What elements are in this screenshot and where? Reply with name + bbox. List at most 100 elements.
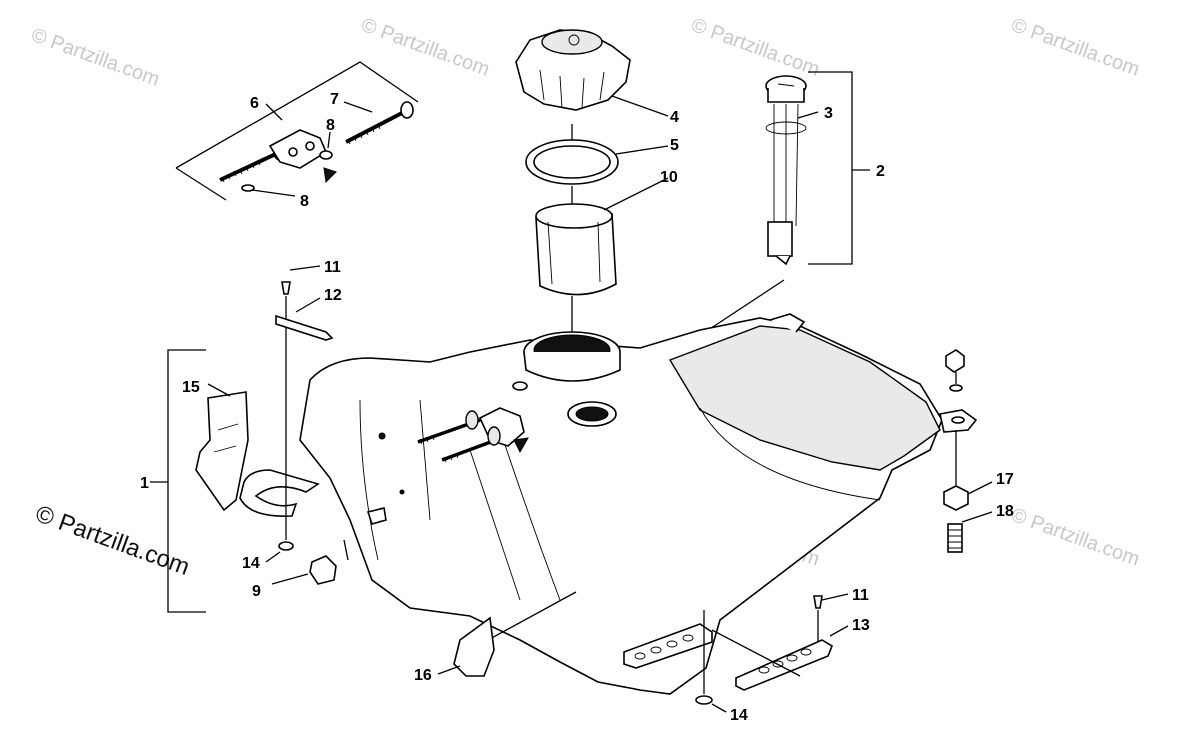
gauge-float: [767, 221, 793, 257]
washer-14: [695, 695, 713, 705]
right-hardware: [943, 349, 993, 553]
gauge-rods: [773, 103, 799, 227]
side-stud: [366, 507, 387, 525]
watermark-large-text: © Partzilla.com: [32, 500, 193, 581]
plate-hole: [288, 147, 298, 157]
rear-mount-tab: [769, 313, 806, 333]
leader-line: [265, 103, 283, 121]
strap-12: [275, 314, 334, 341]
leader-line: [343, 101, 373, 113]
leader-line: [437, 665, 461, 675]
callout-11: 11: [852, 587, 869, 604]
callout-15: 15: [182, 379, 200, 396]
tank-contour: [359, 399, 561, 601]
leader-line: [711, 703, 727, 713]
decal-marks: [213, 423, 239, 453]
callout-17: 17: [996, 471, 1014, 488]
callout-10: 10: [660, 169, 678, 186]
watermark-text: © Partzilla.com: [1008, 504, 1142, 571]
gauge-neck: [767, 88, 805, 103]
callout-labels: 1 2 3 4 5 6 7 8 8 9 10 11 11 12 13 14 14…: [140, 91, 1014, 724]
strap-hole: [758, 666, 770, 674]
strap-hole: [666, 640, 678, 648]
stud-thread: [419, 434, 459, 463]
callout-9: 9: [252, 583, 261, 600]
stud-bushing: [465, 410, 479, 430]
callout-18: 18: [996, 503, 1014, 520]
leader-line: [829, 625, 849, 637]
bolt-assembly-6: [175, 61, 419, 201]
watermark-text: © Partzilla.com: [28, 24, 162, 91]
decal-15: [195, 391, 249, 512]
bolt-7-shaft: [345, 110, 405, 144]
callout-7: 7: [330, 91, 339, 108]
bolt-18: [947, 523, 963, 553]
callout-3: 3: [824, 105, 833, 122]
callout-14: 14: [242, 555, 260, 572]
watermark-text: © Partzilla.com: [1008, 14, 1142, 81]
callout-6: 6: [250, 95, 259, 112]
leader-line: [603, 177, 669, 211]
bottom-hardware: [437, 593, 849, 713]
bolt-thread: [948, 529, 962, 549]
fuel-tank: [239, 313, 978, 695]
nut-9: [309, 555, 337, 585]
leader-line: [343, 539, 349, 561]
callout-16: 16: [414, 667, 432, 684]
left-hardware: [265, 265, 337, 585]
mounting-plate: [268, 129, 328, 169]
watermark-text: © Partzilla.com: [688, 14, 822, 81]
washer-top: [949, 384, 963, 392]
leader-line: [615, 145, 669, 155]
leader-line: [797, 111, 819, 119]
direction-arrow-icon: [513, 437, 529, 454]
strap-hole: [682, 634, 694, 642]
tab-hole: [951, 416, 965, 424]
callout-2: 2: [876, 163, 885, 180]
washer-14: [278, 541, 294, 551]
callout-8: 8: [326, 117, 335, 134]
cap-ridges: [539, 69, 605, 109]
cap-logo-icon: [568, 34, 580, 46]
leader-line: [289, 265, 321, 271]
bolt-thread: [347, 123, 381, 145]
strap-hole: [772, 660, 784, 668]
mount-hole: [399, 489, 405, 495]
nut-top: [945, 349, 965, 373]
leader-line: [711, 629, 801, 677]
leader-line: [821, 593, 849, 601]
leader-line: [487, 591, 577, 641]
callout-5: 5: [670, 137, 679, 154]
callout-4: 4: [670, 109, 679, 126]
leader-line: [611, 95, 669, 117]
gauge-cap-slot: [777, 83, 795, 87]
leader-line: [961, 511, 993, 523]
strap-hole: [650, 646, 662, 654]
washer: [319, 150, 333, 160]
tank-contour: [699, 407, 881, 501]
leader-line: [251, 189, 296, 197]
sleeve-top: [535, 203, 613, 229]
callout-13: 13: [852, 617, 870, 634]
fuel-cap-group: [515, 29, 669, 336]
tank-hook: [239, 469, 320, 517]
direction-arrow-icon: [323, 167, 337, 184]
gauge-tip: [775, 255, 791, 266]
strap-hole: [800, 648, 812, 656]
callout-1: 1: [140, 475, 149, 492]
watermark-text: © Partzilla.com: [358, 14, 492, 81]
strap-13: [735, 639, 833, 691]
leader-line: [265, 551, 281, 563]
pushpin-11: [281, 281, 291, 295]
bolt-7-head: [400, 101, 414, 119]
leader-line: [295, 297, 321, 313]
bracket-line: [175, 61, 419, 169]
strap-hole: [634, 652, 646, 660]
plate-hole: [305, 141, 315, 151]
bracket-line: [175, 167, 227, 201]
decal-group: [150, 349, 249, 613]
bolt-shaft: [219, 150, 281, 182]
bracket-line: [808, 71, 853, 265]
callout-8: 8: [300, 193, 309, 210]
